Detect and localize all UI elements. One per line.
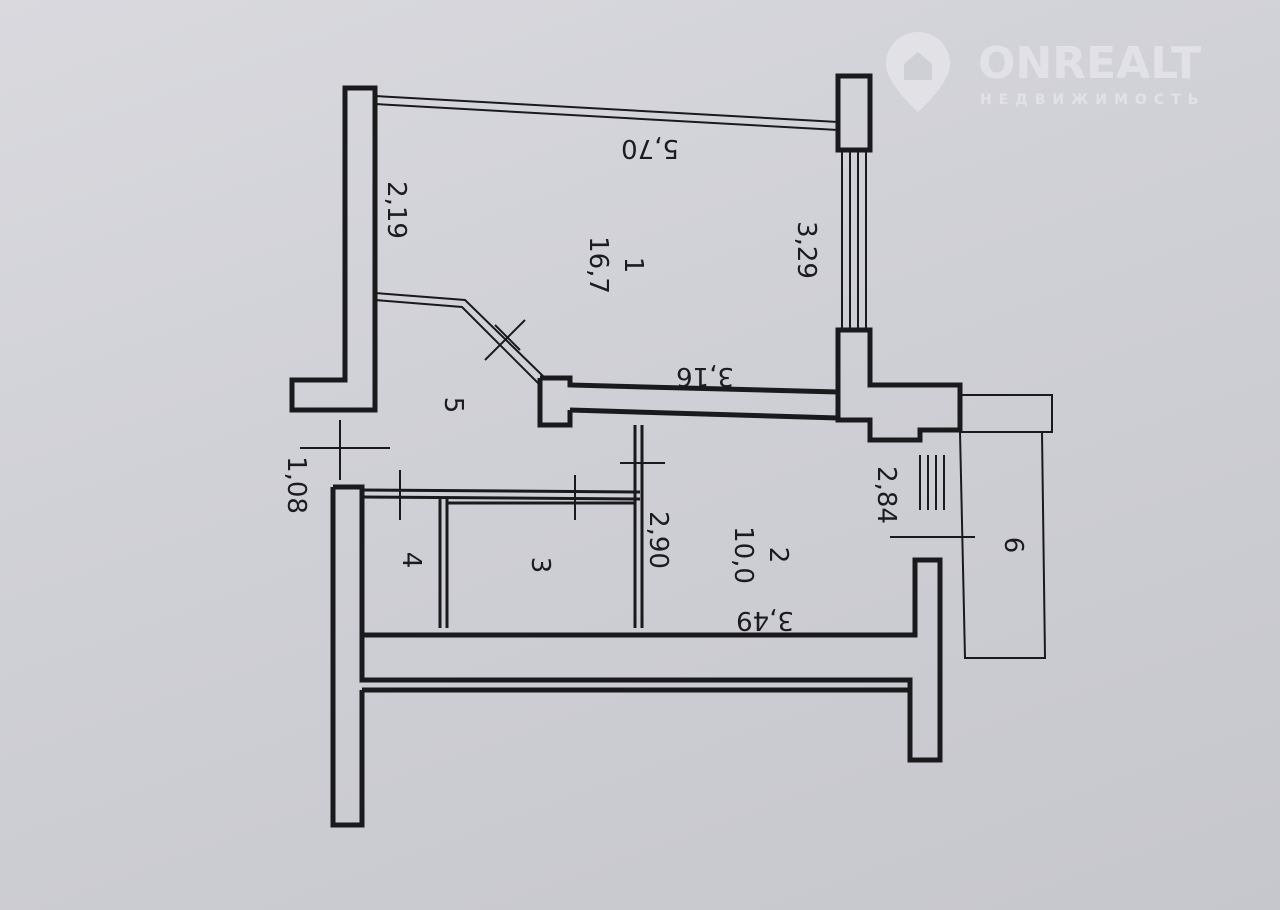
dim-room2-left: 2,90 [643,511,673,569]
wall-left-upper [289,85,378,413]
dim-entrance: 1,08 [281,456,311,514]
dim-room2-bottom: 3,49 [736,605,794,635]
dim-room1-right: 3,29 [791,221,821,279]
window-right [841,150,867,330]
window-top [374,95,839,131]
room5-number: 5 [438,397,468,414]
room4-number: 4 [396,552,426,569]
room2-area: 10,0 [728,526,758,584]
wall-right-column [835,73,963,443]
dim-room1-bottom: 3,16 [676,361,734,391]
labels: 5,70 2,19 3,29 16,7 1 3,16 5 1,08 4 3 2,… [281,133,1028,635]
room1-area: 16,7 [583,236,613,294]
room6-number: 6 [998,537,1028,554]
wall-room1-room2 [537,375,839,428]
wall-left-lower [330,484,943,828]
balcony [959,394,1053,659]
dim-room1-left: 2,19 [381,181,411,239]
watermark-tagline: НЕДВИЖИМОСТЬ [980,92,1205,108]
partition-room1 [374,292,546,386]
dimension-ticks [300,420,975,538]
room3-number: 3 [525,557,555,574]
room2-number: 2 [763,547,793,564]
dim-balcony-door: 2,84 [871,466,901,524]
dim-room1-width: 5,70 [621,133,679,163]
room1-number: 1 [618,257,648,274]
door-swing [484,319,526,361]
watermark: ONREALT НЕДВИЖИМОСТЬ [886,32,1205,112]
partition-rooms-3-4 [361,425,644,628]
watermark-brand: ONREALT [978,38,1201,89]
walls [289,73,1053,828]
balcony-door [919,455,945,510]
